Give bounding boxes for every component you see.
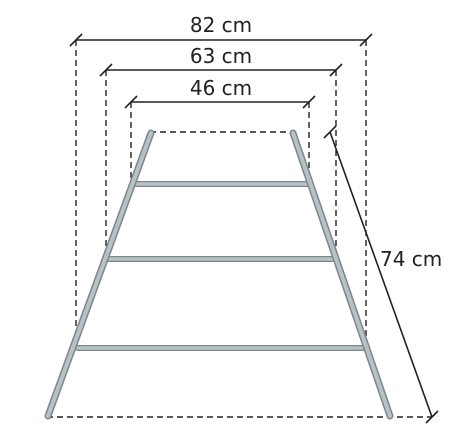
dimension-outer [69,33,373,47]
label-top-width: 46 cm [190,76,252,100]
dashed-extension-lines [47,40,432,418]
dimension-middle [99,63,343,77]
label-middle-width: 63 cm [190,44,252,68]
dimension-slant [323,125,439,424]
label-slant-length: 74 cm [380,247,442,271]
ladder-frame [44,129,394,420]
dimension-top [124,95,316,109]
label-outer-width: 82 cm [190,13,252,37]
